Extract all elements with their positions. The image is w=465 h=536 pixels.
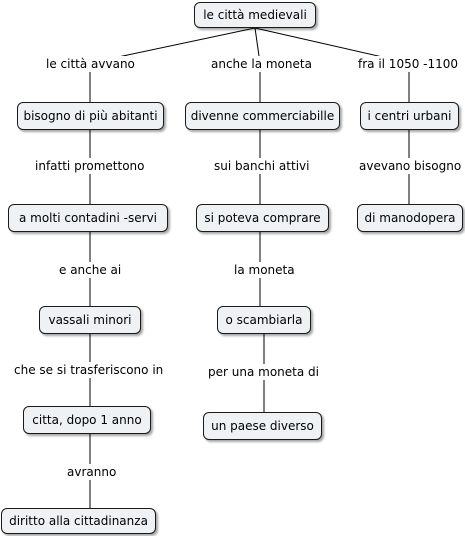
concept-node-a-molti-contadini-servi[interactable]: a molti contadini -servi <box>8 204 168 232</box>
link-label-e-anche-ai: e anche ai <box>56 262 125 278</box>
concept-node-divenne-commerciabille[interactable]: divenne commerciabille <box>185 102 340 130</box>
link-label-per-una-moneta-di: per una moneta di <box>205 364 322 380</box>
link-label-avranno: avranno <box>64 464 120 480</box>
concept-node-o-scambiarla[interactable]: o scambiarla <box>217 306 311 334</box>
link-label-anche-la-moneta: anche la moneta <box>208 56 315 72</box>
concept-node-bisogno-di-piu-abitanti[interactable]: bisogno di più abitanti <box>17 102 164 130</box>
concept-node-le-citta-medievali[interactable]: le città medievali <box>194 2 316 28</box>
link-label-che-se-si-trasferiscono-in: che se si trasferiscono in <box>11 362 167 378</box>
concept-node-citta-dopo-1-anno[interactable]: citta, dopo 1 anno <box>23 406 151 434</box>
link-label-le-citta-avvano: le città avvano <box>43 56 138 72</box>
link-label-fra-il-1050-1100: fra il 1050 -1100 <box>355 56 462 72</box>
concept-node-si-poteva-comprare[interactable]: si poteva comprare <box>196 204 329 232</box>
link-label-la-moneta: la moneta <box>231 262 298 278</box>
concept-node-i-centri-urbani[interactable]: i centri urbani <box>360 102 459 130</box>
concept-node-diritto-alla-cittadinanza[interactable]: diritto alla cittadinanza <box>1 508 156 534</box>
concept-node-di-manodopera[interactable]: di manodopera <box>357 204 463 232</box>
link-label-avevano-bisogno: avevano bisogno <box>356 158 465 174</box>
link-label-sui-banchi-attivi: sui banchi attivi <box>211 158 313 174</box>
concept-node-un-paese-diverso[interactable]: un paese diverso <box>203 412 322 440</box>
concept-node-vassali-minori[interactable]: vassali minori <box>39 306 141 334</box>
link-label-infatti-promettono: infatti promettono <box>32 158 148 174</box>
